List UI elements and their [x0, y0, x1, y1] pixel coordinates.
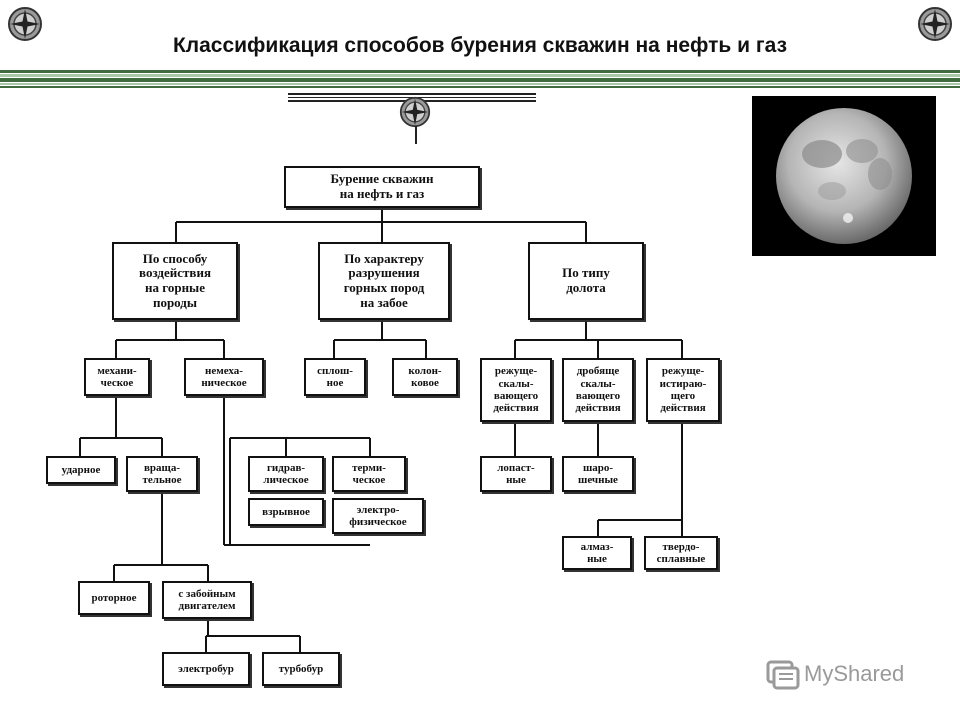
node-rotational: враща- тельное — [126, 456, 198, 492]
compass-rose-icon — [8, 7, 42, 41]
node-electrophysical: электро- физическое — [332, 498, 424, 534]
node-nonmechanical: немеха- ническое — [184, 358, 264, 396]
node-category-bit-type: По типу долота — [528, 242, 644, 320]
node-rotary: роторное — [78, 581, 150, 615]
node-cutting-shearing: режуще- скалы- вающего действия — [480, 358, 552, 422]
node-core: колон- ковое — [392, 358, 458, 396]
moon-image — [752, 96, 936, 256]
page-title: Классификация способов бурения скважин н… — [172, 34, 788, 57]
node-mechanical: механи- ческое — [84, 358, 150, 396]
compass-rose-icon — [918, 7, 952, 41]
node-hard-alloy: твердо- сплавные — [644, 536, 718, 570]
node-blade: лопаст- ные — [480, 456, 552, 492]
myshared-logo-icon — [766, 660, 800, 690]
node-downhole-motor: с забойным двигателем — [162, 581, 252, 619]
myshared-logo-text: MyShared — [804, 661, 905, 686]
node-root: Бурение скважин на нефть и газ — [284, 166, 480, 208]
node-roller: шаро- шечные — [562, 456, 634, 492]
compass-rose-icon — [399, 96, 431, 128]
header-stripe — [0, 83, 960, 85]
divider — [415, 126, 417, 144]
node-percussion: ударное — [46, 456, 116, 484]
node-solid: сплош- ное — [304, 358, 366, 396]
header-stripe — [0, 86, 960, 88]
node-hydraulic: гидрав- лическое — [248, 456, 324, 492]
node-crushing-shearing: дробяще скалы- вающего действия — [562, 358, 634, 422]
header-stripe — [0, 70, 960, 73]
node-category-destruction: По характеру разрушения горных пород на … — [318, 242, 450, 320]
header-stripe — [0, 74, 960, 77]
node-thermal: терми- ческое — [332, 456, 406, 492]
node-electrodrill: электробур — [162, 652, 250, 686]
node-diamond: алмаз- ные — [562, 536, 632, 570]
node-cutting-abrading: режуще- истираю- щего действия — [646, 358, 720, 422]
divider — [288, 93, 536, 95]
node-explosive: взрывное — [248, 498, 324, 526]
node-category-impact: По способу воздействия на горные породы — [112, 242, 238, 320]
node-turbodrill: турбобур — [262, 652, 340, 686]
header-stripe — [0, 78, 960, 82]
